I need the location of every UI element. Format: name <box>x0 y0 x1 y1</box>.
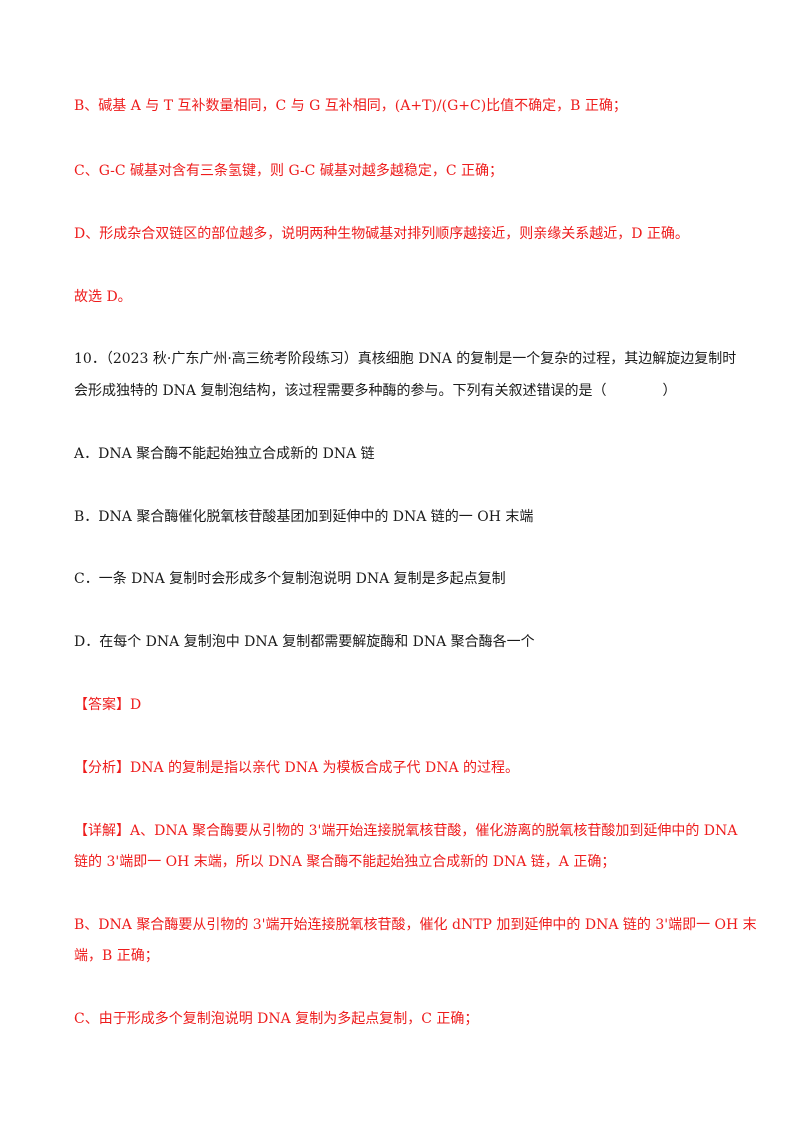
detail-b-line1: B、DNA 聚合酶要从引物的 3'端开始连接脱氧核苷酸，催化 dNTP 加到延伸… <box>74 917 757 933</box>
prev-detail-option-d: D、形成杂合双链区的部位越多，说明两种生物碱基对排列顺序越接近，则亲缘关系越近，… <box>74 226 689 242</box>
detail-a-line2: 链的 3'端即一 OH 末端，所以 DNA 聚合酶不能起始独立合成新的 DNA … <box>74 854 616 870</box>
answer: 【答案】D <box>74 697 142 713</box>
option-b: B．DNA 聚合酶催化脱氧核苷酸基团加到延伸中的 DNA 链的一 OH 末端 <box>74 509 534 525</box>
detail-a-line1: 【详解】A、DNA 聚合酶要从引物的 3'端开始连接脱氧核苷酸，催化游离的脱氧核… <box>74 823 738 839</box>
detail-c: C、由于形成多个复制泡说明 DNA 复制为多起点复制，C 正确； <box>74 1011 479 1027</box>
option-c: C．一条 DNA 复制时会形成多个复制泡说明 DNA 复制是多起点复制 <box>74 571 506 587</box>
question-stem-line2: 会形成独特的 DNA 复制泡结构，该过程需要多种酶的参与。下列有关叙述错误的是（… <box>74 383 677 399</box>
detail-b-line2: 端，B 正确； <box>74 948 159 964</box>
question-stem-line1: 10．（2023 秋·广东广州·高三统考阶段练习）真核细胞 DNA 的复制是一个… <box>74 351 737 367</box>
prev-conclusion: 故选 D。 <box>74 289 132 305</box>
prev-detail-option-c: C、G-C 碱基对含有三条氢键，则 G-C 碱基对越多越稳定，C 正确； <box>74 163 503 179</box>
option-d: D．在每个 DNA 复制泡中 DNA 复制都需要解旋酶和 DNA 聚合酶各一个 <box>74 634 535 650</box>
prev-detail-option-b: B、碱基 A 与 T 互补数量相同，C 与 G 互补相同，(A+T)/(G+C)… <box>74 98 627 114</box>
option-a: A．DNA 聚合酶不能起始独立合成新的 DNA 链 <box>74 446 375 462</box>
analysis: 【分析】DNA 的复制是指以亲代 DNA 为模板合成子代 DNA 的过程。 <box>74 760 520 776</box>
